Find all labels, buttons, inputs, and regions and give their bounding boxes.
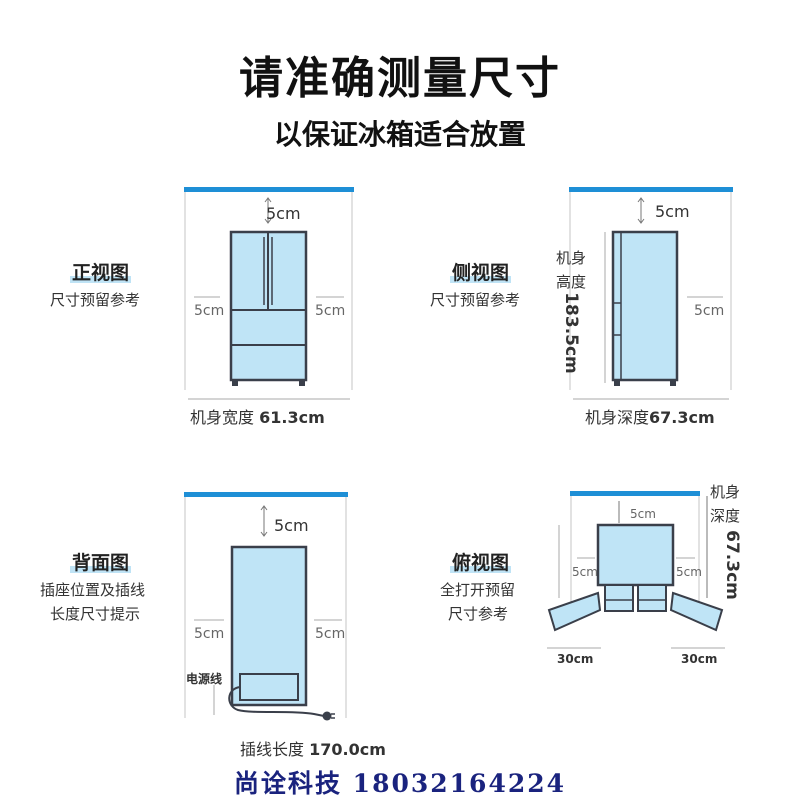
footer-contact: 尚诠科技 18032164224: [233, 769, 567, 798]
top-clearance-bar: [184, 492, 348, 497]
side-depth-value: 67.3cm: [649, 408, 715, 427]
page-title: 请准确测量尺寸: [239, 53, 561, 104]
back-view-diagram: [184, 492, 348, 721]
side-depth-caption: 机身深度67.3cm: [585, 404, 715, 428]
side-view-diagram: [569, 187, 733, 400]
fridge-front: [229, 230, 308, 386]
cord-length-value: 170.0cm: [309, 740, 386, 759]
front-view-desc: 尺寸预留参考: [50, 291, 141, 309]
back-view-title-text: 背面图: [72, 552, 130, 574]
fridge-top: [547, 523, 724, 632]
side-right-gap: 5cm: [694, 303, 725, 319]
front-view-title-text: 正视图: [72, 262, 130, 284]
left-door-open: [547, 591, 602, 632]
page-subtitle: 以保证冰箱适合放置: [273, 118, 526, 151]
fridge-side: [611, 230, 679, 386]
fridge-back: [230, 545, 308, 707]
front-left-gap: 5cm: [194, 303, 225, 319]
front-top-gap: 5cm: [266, 204, 301, 223]
top-clearance-bar: [569, 187, 733, 192]
side-height-value: 183.5cm: [561, 292, 581, 374]
top-depth-value: 67.3cm: [722, 530, 742, 600]
back-view-desc-1: 插座位置及插线: [40, 581, 146, 599]
front-width-caption: 机身宽度 61.3cm: [190, 404, 325, 428]
top-view-desc-1: 全打开预留: [440, 581, 516, 599]
top-depth-label-1: 机身: [710, 483, 741, 501]
cord-length-label: 插线长度: [240, 740, 305, 759]
side-view-title-text: 侧视图: [452, 262, 510, 284]
back-left-gap: 5cm: [194, 626, 225, 642]
side-top-gap: 5cm: [655, 202, 690, 221]
left-door-clearance: 30cm: [557, 652, 594, 666]
back-view-title: 背面图: [70, 548, 132, 575]
back-view-desc-2: 长度尺寸提示: [50, 605, 141, 623]
cord-length-caption: 插线长度 170.0cm: [240, 736, 386, 760]
back-top-gap: 5cm: [274, 516, 309, 535]
top-left-gap: 5cm: [572, 565, 598, 579]
side-height-label-1: 机身: [556, 249, 587, 267]
plug-icon: [322, 711, 335, 721]
top-depth-label-2: 深度: [710, 507, 741, 525]
top-clearance-bar: [570, 491, 700, 496]
power-cord: [228, 686, 325, 717]
top-view-title: 俯视图: [450, 548, 512, 575]
top-top-gap: 5cm: [630, 507, 656, 521]
power-cord-tag: 电源线: [186, 672, 223, 686]
side-view-title: 侧视图: [450, 258, 512, 285]
top-view-title-text: 俯视图: [452, 552, 510, 574]
top-view-diagram: [547, 491, 725, 649]
top-view-desc-2: 尺寸参考: [448, 605, 509, 623]
side-view-desc: 尺寸预留参考: [430, 291, 521, 309]
side-depth-label: 机身深度: [585, 408, 650, 427]
right-door-open: [669, 591, 724, 632]
front-width-value: 61.3cm: [259, 408, 325, 427]
top-clearance-bar: [184, 187, 354, 192]
side-height-label-2: 高度: [556, 273, 587, 291]
front-right-gap: 5cm: [315, 303, 346, 319]
top-right-gap: 5cm: [676, 565, 702, 579]
front-view-title: 正视图: [70, 258, 132, 285]
front-view-diagram: [184, 187, 354, 400]
front-width-label: 机身宽度: [190, 408, 255, 427]
right-door-clearance: 30cm: [681, 652, 718, 666]
back-right-gap: 5cm: [315, 626, 346, 642]
